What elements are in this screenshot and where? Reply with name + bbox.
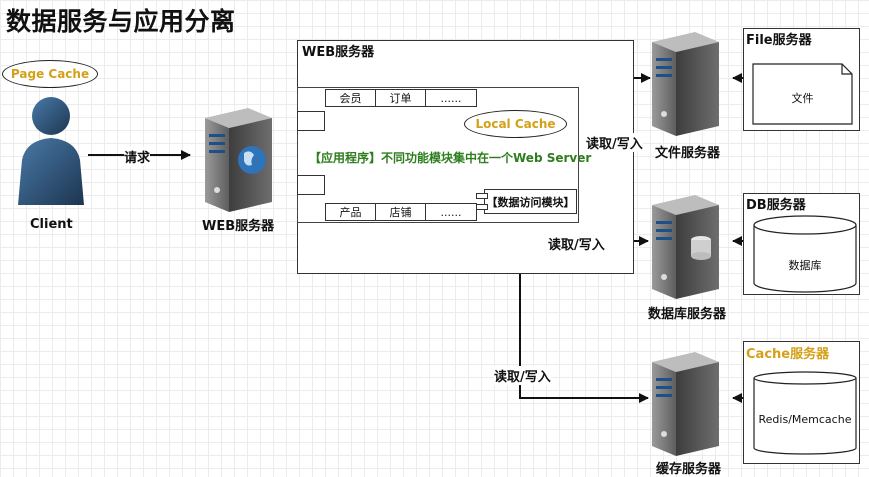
client-label: Client bbox=[30, 217, 73, 232]
component-port-bottom bbox=[297, 175, 325, 195]
read-write-file-label: 读取/写入 bbox=[586, 133, 643, 152]
db-item: 数据库 bbox=[788, 259, 822, 272]
app-description: 【应用程序】不同功能模块集中在一个Web Server bbox=[309, 151, 592, 165]
app-box-title: WEB服务器 bbox=[302, 45, 375, 60]
db-server-icon bbox=[652, 195, 719, 299]
page-title: 数据服务与应用分离 bbox=[6, 7, 236, 36]
module-member: 会员 bbox=[325, 89, 376, 107]
web-server-label: WEB服务器 bbox=[202, 219, 275, 234]
module-product: 产品 bbox=[325, 203, 376, 221]
local-cache-ellipse: Local Cache bbox=[464, 110, 567, 138]
read-write-cache-label: 读取/写入 bbox=[494, 366, 551, 385]
web-server-icon bbox=[205, 108, 272, 212]
cache-item: Redis/Memcache bbox=[758, 413, 852, 426]
module-shop: 店铺 bbox=[375, 203, 426, 221]
data-access-port-1 bbox=[476, 193, 488, 199]
cache-server-icon bbox=[652, 352, 719, 456]
cache-storage-title: Cache服务器 bbox=[746, 347, 830, 362]
data-access-module: 【数据访问模块】 bbox=[484, 189, 577, 214]
file-server-icon bbox=[652, 32, 719, 136]
module-order: 订单 bbox=[375, 89, 426, 107]
db-storage-title: DB服务器 bbox=[746, 198, 806, 213]
module-more-top: ...... bbox=[425, 89, 477, 107]
cache-server-label: 缓存服务器 bbox=[656, 462, 722, 477]
request-label: 请求 bbox=[124, 147, 151, 166]
file-item: 文件 bbox=[791, 92, 814, 105]
data-to-cache-arrow bbox=[519, 218, 649, 403]
file-server-label: 文件服务器 bbox=[655, 146, 721, 161]
module-more-bottom: ...... bbox=[425, 203, 477, 221]
page-cache-ellipse: Page Cache bbox=[2, 60, 98, 88]
component-port-top bbox=[297, 111, 325, 131]
data-access-port-2 bbox=[476, 204, 488, 210]
top-module-row: 会员 订单 ...... bbox=[325, 89, 477, 107]
read-write-db-label: 读取/写入 bbox=[548, 234, 605, 253]
bottom-module-row: 产品 店铺 ...... bbox=[325, 203, 477, 221]
file-storage-title: File服务器 bbox=[746, 33, 812, 48]
db-server-label: 数据库服务器 bbox=[648, 307, 727, 322]
